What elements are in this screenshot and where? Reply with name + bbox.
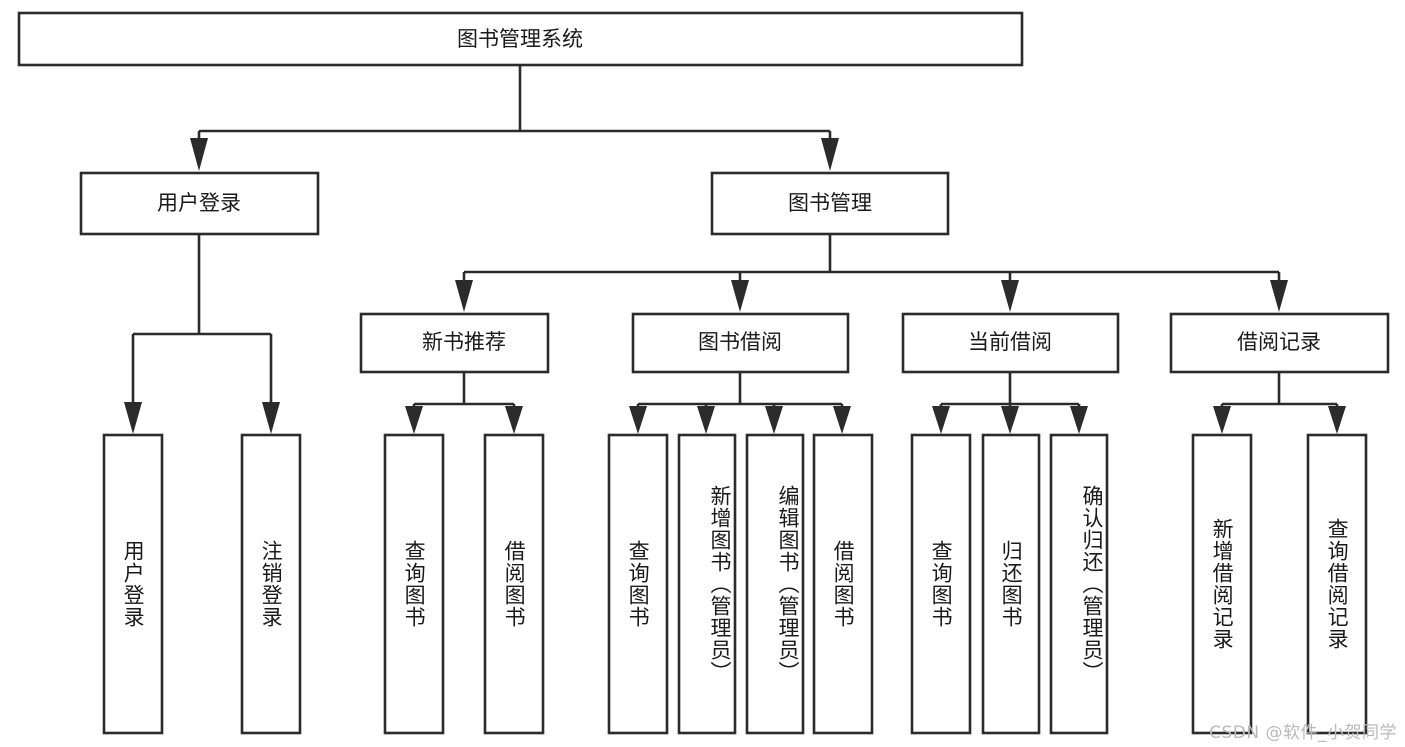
leaf-box-borrow-book-1[interactable]	[483, 433, 545, 735]
node-current-borrow-label: 当前借阅	[968, 330, 1052, 354]
node-root-label: 图书管理系统	[457, 27, 583, 51]
node-book-manage[interactable]: 图书管理	[710, 171, 950, 236]
leaf-box-query-record[interactable]	[1306, 433, 1368, 735]
leaf-box-add-record[interactable]	[1191, 433, 1253, 735]
node-borrow-record[interactable]: 借阅记录	[1169, 312, 1390, 374]
node-book-manage-label: 图书管理	[788, 191, 872, 215]
arrow-head-leaf-query-book-3	[932, 406, 950, 434]
leaf-box-query-book-2[interactable]	[607, 433, 669, 735]
node-borrow-record-label: 借阅记录	[1237, 330, 1321, 354]
node-book-borrow[interactable]: 图书借阅	[631, 312, 850, 374]
connector-layer	[124, 66, 1346, 434]
leaf-box-confirm-return[interactable]	[1049, 433, 1109, 735]
arrow-head-borrow-record	[1270, 280, 1288, 312]
node-current-borrow-box[interactable]	[901, 312, 1120, 374]
leaf-box-logout-login[interactable]	[240, 433, 302, 735]
arrow-head-book-borrow	[731, 280, 749, 312]
arrow-head-bookmanage	[821, 138, 839, 171]
arrow-head-leaf-borrow-book-2	[833, 406, 851, 434]
arrow-head-leaf-user-login	[124, 402, 142, 434]
leaf-box-query-book-1[interactable]	[383, 433, 445, 735]
arrow-head-leaf-confirm-return	[1070, 406, 1088, 434]
arrow-head-leaf-query-book-1	[405, 406, 423, 434]
node-book-borrow-box[interactable]	[631, 312, 850, 374]
leaf-box-borrow-book-2[interactable]	[812, 433, 874, 735]
node-current-borrow[interactable]: 当前借阅	[901, 312, 1120, 374]
node-root-box[interactable]	[17, 11, 1024, 67]
arrow-head-leaf-add-record	[1213, 406, 1231, 434]
arrow-head-leaf-query-record	[1328, 406, 1346, 434]
node-root[interactable]: 图书管理系统	[17, 11, 1024, 67]
leaf-box-add-book[interactable]	[677, 433, 737, 735]
arrow-head-leaf-logout-login	[262, 402, 280, 434]
node-new-book-rec-label: 新书推荐	[422, 330, 506, 354]
arrow-head-leaf-borrow-book-1	[505, 406, 523, 434]
node-book-manage-box[interactable]	[710, 171, 950, 236]
node-user-login[interactable]: 用户登录	[79, 171, 320, 236]
arrow-head-leaf-edit-book	[765, 406, 783, 434]
arrow-head-current-borrow	[1001, 280, 1019, 312]
csdn-watermark: CSDN @软件_小贺同学	[1209, 723, 1397, 743]
arrow-head-leaf-query-book-2	[629, 406, 647, 434]
arrow-head-new-book-rec	[455, 280, 473, 312]
leaf-box-query-book-3[interactable]	[910, 433, 972, 735]
node-user-login-box[interactable]	[79, 171, 320, 236]
node-new-book-rec[interactable]: 新书推荐	[359, 312, 550, 374]
node-new-book-rec-box[interactable]	[359, 312, 550, 374]
node-borrow-record-box[interactable]	[1169, 312, 1390, 374]
leaf-box-return-book[interactable]	[981, 433, 1041, 735]
node-book-borrow-label: 图书借阅	[698, 330, 782, 354]
arrow-head-leaf-return-book	[1001, 406, 1019, 434]
leaf-box-user-login[interactable]	[102, 433, 164, 735]
arrow-head-leaf-add-book	[697, 406, 715, 434]
leaf-box-edit-book[interactable]	[745, 433, 805, 735]
node-user-login-label: 用户登录	[157, 191, 241, 215]
arrow-head-userlogin	[190, 138, 208, 171]
